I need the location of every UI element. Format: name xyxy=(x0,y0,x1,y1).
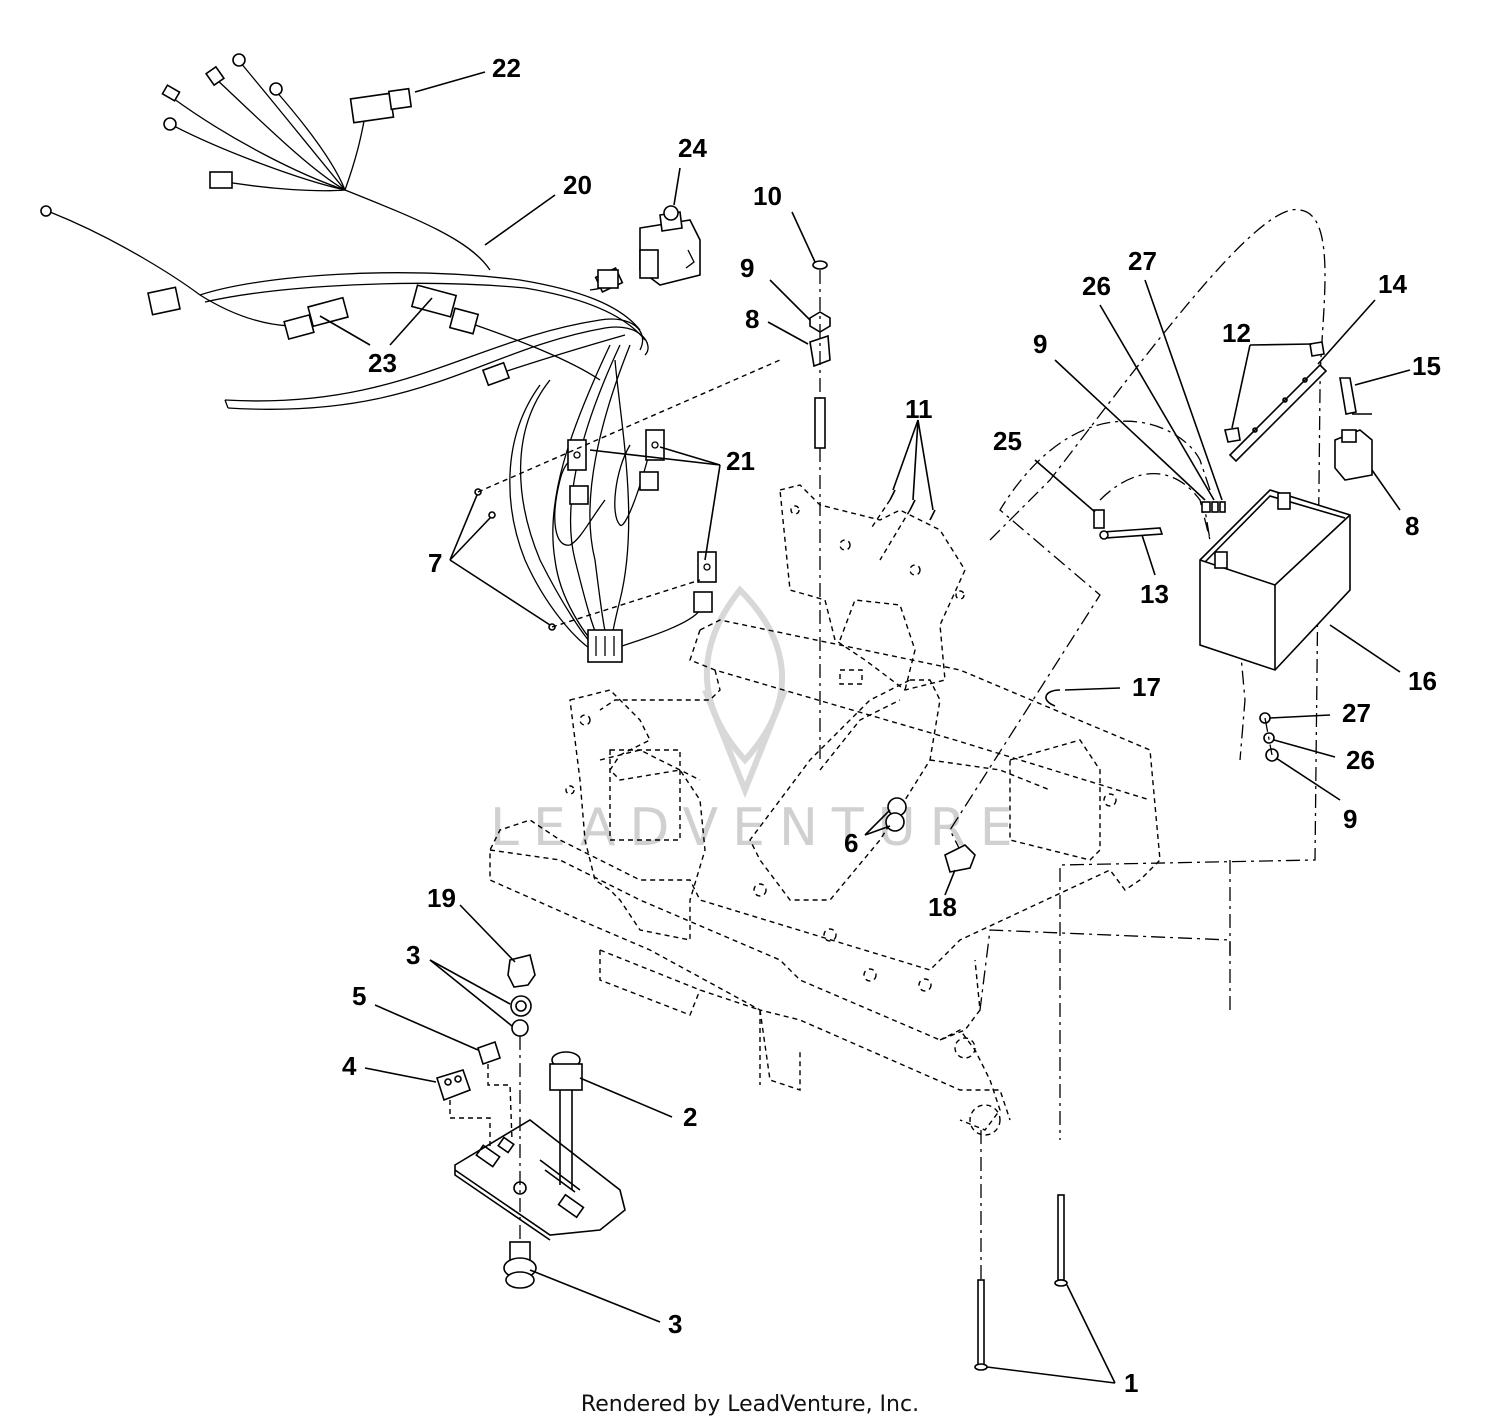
leader-lines xyxy=(319,71,1411,1384)
callout-15: 15 xyxy=(1412,351,1441,381)
rocker-switch-5[interactable] xyxy=(477,1040,513,1141)
callout-7: 7 xyxy=(428,548,442,578)
grommets-6[interactable] xyxy=(885,797,907,832)
nut-washer-3-upper[interactable] xyxy=(510,995,532,1037)
terminal-boot-8-right[interactable] xyxy=(1334,429,1373,481)
callout-9: 9 xyxy=(1033,329,1047,359)
key-switch-24[interactable] xyxy=(597,205,701,289)
bolt-1[interactable] xyxy=(974,1130,1068,1371)
watermark-text: LEADVENTURE xyxy=(490,798,1027,858)
callout-22: 22 xyxy=(492,53,521,83)
callout-labels: 22 24 20 10 9 8 23 21 7 11 27 26 14 9 12… xyxy=(342,53,1441,1398)
callout-16: 16 xyxy=(1408,666,1437,696)
callout-9: 9 xyxy=(740,253,754,283)
battery-16[interactable] xyxy=(1199,489,1351,671)
ignition-switch-3-lower[interactable] xyxy=(503,1241,537,1289)
callout-19: 19 xyxy=(427,883,456,913)
stud-stack-8-9-10[interactable] xyxy=(809,260,831,760)
callout-17: 17 xyxy=(1132,672,1161,702)
callout-10: 10 xyxy=(753,181,782,211)
callout-9: 9 xyxy=(1343,804,1357,834)
relay-21-group[interactable] xyxy=(567,429,717,613)
callout-24: 24 xyxy=(678,133,707,163)
callout-3: 3 xyxy=(668,1309,682,1339)
callout-8: 8 xyxy=(745,304,759,334)
ring-terminals xyxy=(40,53,283,217)
footer-credit: Rendered by LeadVenture, Inc. xyxy=(580,1392,920,1417)
callout-25: 25 xyxy=(993,426,1022,456)
control-panel-plate xyxy=(454,1119,626,1241)
key-cap-19[interactable] xyxy=(507,954,536,988)
bolt-25[interactable] xyxy=(1093,509,1105,529)
callout-26: 26 xyxy=(1082,271,1111,301)
callout-8: 8 xyxy=(1405,511,1419,541)
callout-26: 26 xyxy=(1346,745,1375,775)
battery-hardware-upper xyxy=(1201,501,1226,513)
switch-18[interactable] xyxy=(944,844,976,873)
callout-11: 11 xyxy=(905,394,933,424)
callout-27: 27 xyxy=(1342,698,1371,728)
wing-nut-12[interactable] xyxy=(1224,341,1325,443)
callout-20: 20 xyxy=(563,170,592,200)
callout-13: 13 xyxy=(1140,579,1169,609)
callout-4: 4 xyxy=(342,1051,357,1081)
pto-switch-2[interactable] xyxy=(549,1051,583,1190)
callout-5: 5 xyxy=(352,981,366,1011)
battery-hardware-lower xyxy=(1259,712,1279,762)
watermark-logo xyxy=(702,585,788,799)
callout-2: 2 xyxy=(683,1102,697,1132)
hold-down-bar-14[interactable] xyxy=(1228,363,1328,463)
callout-18: 18 xyxy=(928,892,957,922)
callout-3: 3 xyxy=(406,940,420,970)
harness-connectors xyxy=(147,87,624,663)
screws-7[interactable] xyxy=(474,359,781,631)
cable-13[interactable] xyxy=(1099,527,1164,540)
bolt-15[interactable] xyxy=(1339,377,1372,415)
callout-14: 14 xyxy=(1378,269,1407,299)
callout-21: 21 xyxy=(726,446,755,476)
callout-27: 27 xyxy=(1128,246,1157,276)
clip-17[interactable] xyxy=(1045,689,1061,707)
screws-11[interactable] xyxy=(869,489,936,561)
callout-12: 12 xyxy=(1222,318,1251,348)
callout-6: 6 xyxy=(844,828,858,858)
rocker-switch-4[interactable] xyxy=(435,1069,491,1150)
callout-1: 1 xyxy=(1124,1368,1138,1398)
callout-23: 23 xyxy=(368,348,397,378)
